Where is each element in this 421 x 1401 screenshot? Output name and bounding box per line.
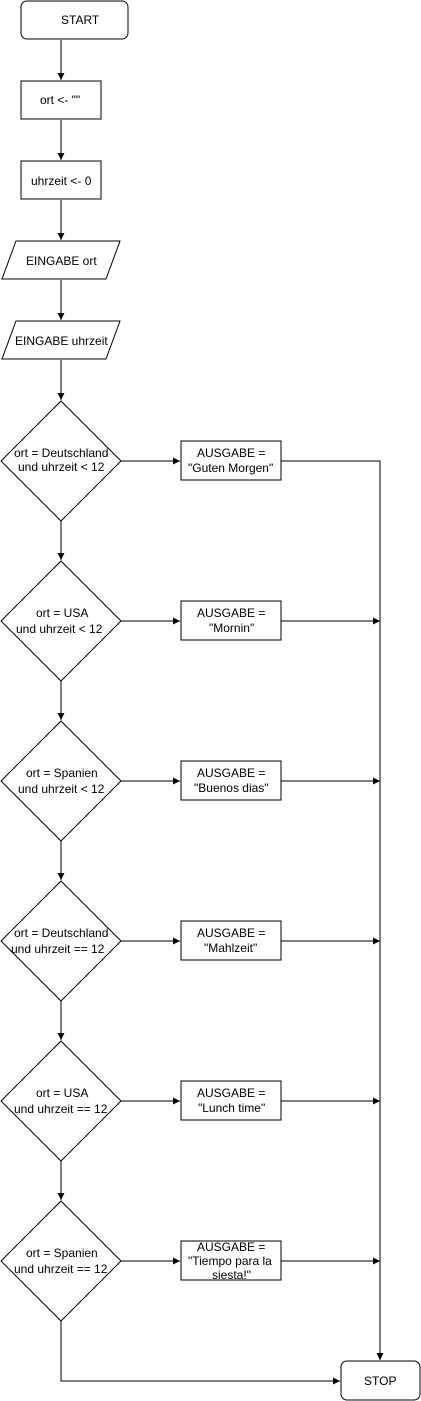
decision-5-line-1: ort = USA <box>36 1086 88 1100</box>
output-1-line-2: "Guten Morgen" <box>188 461 273 475</box>
output-3: AUSGABE = "Buenos dias" <box>180 760 282 801</box>
decision-1-line-1: ort = Deutschland <box>14 446 108 460</box>
output-3-line-2: "Buenos dias" <box>194 781 269 795</box>
decision-3-line-2: und uhrzeit < 12 <box>18 782 105 796</box>
output-4-line-2: "Mahlzeit" <box>204 941 257 955</box>
init-ort-label: ort <- "" <box>40 93 80 107</box>
decision-5-line-2: und uhrzeit == 12 <box>14 1102 108 1116</box>
decision-6: ort = Spanien und uhrzeit == 12 <box>0 1200 122 1322</box>
init-ort-node: ort <- "" <box>20 80 102 120</box>
start-node: START <box>20 0 129 40</box>
start-label: START <box>61 13 100 27</box>
connector-output-1-to-stop <box>281 460 384 1360</box>
output-5: AUSGABE = "Lunch time" <box>180 1080 282 1121</box>
init-uhrzeit-label: uhrzeit <- 0 <box>31 174 92 188</box>
output-2: AUSGABE = "Mornin" <box>180 600 282 641</box>
stop-node: STOP <box>340 1360 421 1401</box>
decision-5: ort = USA und uhrzeit == 12 <box>0 1040 122 1162</box>
decision-2-line-2: und uhrzeit < 12 <box>16 622 103 636</box>
output-5-line-2: "Lunch time" <box>198 1101 265 1115</box>
output-4: AUSGABE = "Mahlzeit" <box>180 920 282 961</box>
output-2-line-2: "Mornin" <box>209 621 254 635</box>
input-ort-node: EINGABE ort <box>1 240 121 280</box>
decision-2-line-1: ort = USA <box>36 606 88 620</box>
stop-label: STOP <box>364 1374 396 1388</box>
input-uhrzeit-label: EINGABE uhrzeit <box>15 334 108 348</box>
decision-4: ort = Deutschland und uhrzeit == 12 <box>0 880 122 1002</box>
decision-4-line-2: und uhrzeit == 12 <box>11 942 105 956</box>
output-4-line-1: AUSGABE = <box>197 926 265 940</box>
decision-1: ort = Deutschland und uhrzeit < 12 <box>0 400 122 522</box>
input-ort-label: EINGABE ort <box>26 254 97 268</box>
output-1: AUSGABE = "Guten Morgen" <box>180 440 282 481</box>
output-6-line-3: siesta!" <box>212 1268 251 1282</box>
output-6-line-1: AUSGABE = <box>197 1240 265 1254</box>
decision-1-line-2: und uhrzeit < 12 <box>18 460 105 474</box>
output-1-line-1: AUSGABE = <box>197 446 265 460</box>
output-5-line-1: AUSGABE = <box>197 1086 265 1100</box>
decision-2: ort = USA und uhrzeit < 12 <box>0 560 122 682</box>
init-uhrzeit-node: uhrzeit <- 0 <box>20 160 102 200</box>
output-2-line-1: AUSGABE = <box>197 606 265 620</box>
output-6: AUSGABE = "Tiempo para la siesta!" <box>180 1240 282 1282</box>
connector-decision-6-no-to-stop <box>60 1321 340 1385</box>
input-uhrzeit-node: EINGABE uhrzeit <box>1 320 121 360</box>
decision-6-line-1: ort = Spanien <box>26 1246 98 1260</box>
decision-3: ort = Spanien und uhrzeit < 12 <box>0 720 122 842</box>
output-6-line-2: "Tiempo para la <box>188 1254 272 1268</box>
decision-3-line-1: ort = Spanien <box>26 766 98 780</box>
decision-6-line-2: und uhrzeit == 12 <box>14 1262 108 1276</box>
output-3-line-1: AUSGABE = <box>197 766 265 780</box>
decision-4-line-1: ort = Deutschland <box>14 926 108 940</box>
